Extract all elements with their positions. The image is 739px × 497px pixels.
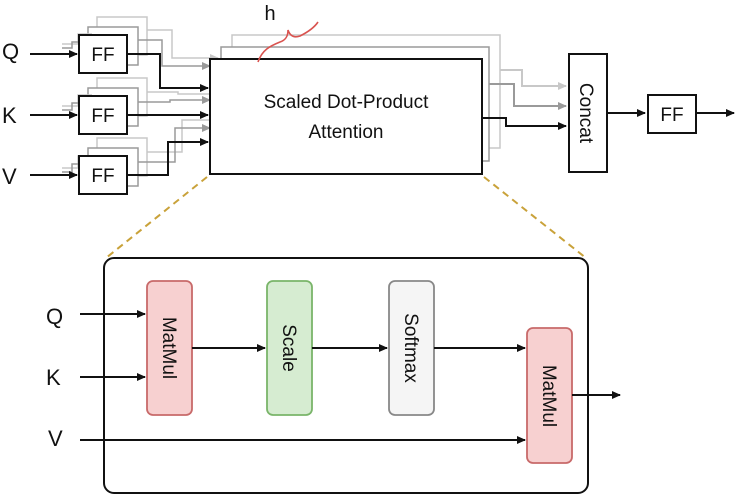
ff-label-k: FF — [91, 106, 114, 127]
attention-title-line1: Scaled Dot-Product — [264, 92, 429, 113]
heads-brace — [257, 21, 319, 63]
attention-to-concat-arrows — [482, 69, 567, 130]
input-v-label: V — [2, 164, 17, 189]
ff-box-k — [78, 95, 128, 135]
input-k-label: K — [2, 103, 17, 128]
heads-label: h — [264, 3, 275, 25]
detail-input-v-label: V — [48, 426, 63, 451]
zoom-connector-lines — [105, 176, 587, 259]
detail-arrows — [80, 310, 621, 444]
matmul-2-label: MatMul — [538, 365, 559, 427]
detail-input-k-label: K — [46, 365, 61, 390]
scale-label: Scale — [278, 324, 299, 372]
concat-box — [568, 53, 608, 173]
input-arrows — [30, 50, 78, 179]
softmax-label: Softmax — [400, 313, 421, 383]
output-ff-label: FF — [660, 105, 683, 126]
ff-box-q — [78, 34, 128, 74]
attention-detail-panel — [103, 257, 589, 494]
ff-label-q: FF — [91, 45, 114, 66]
ff-box-v — [78, 155, 128, 195]
ff-to-attention-arrows — [127, 53, 209, 176]
attention-title-line2: Attention — [309, 122, 384, 143]
attention-head-box — [209, 58, 483, 175]
output-ff-box — [647, 94, 697, 134]
concat-label: Concat — [575, 83, 596, 144]
matmul-1-label: MatMul — [158, 317, 179, 379]
input-q-label: Q — [2, 39, 19, 64]
ff-label-v: FF — [91, 166, 114, 187]
detail-input-q-label: Q — [46, 304, 63, 329]
